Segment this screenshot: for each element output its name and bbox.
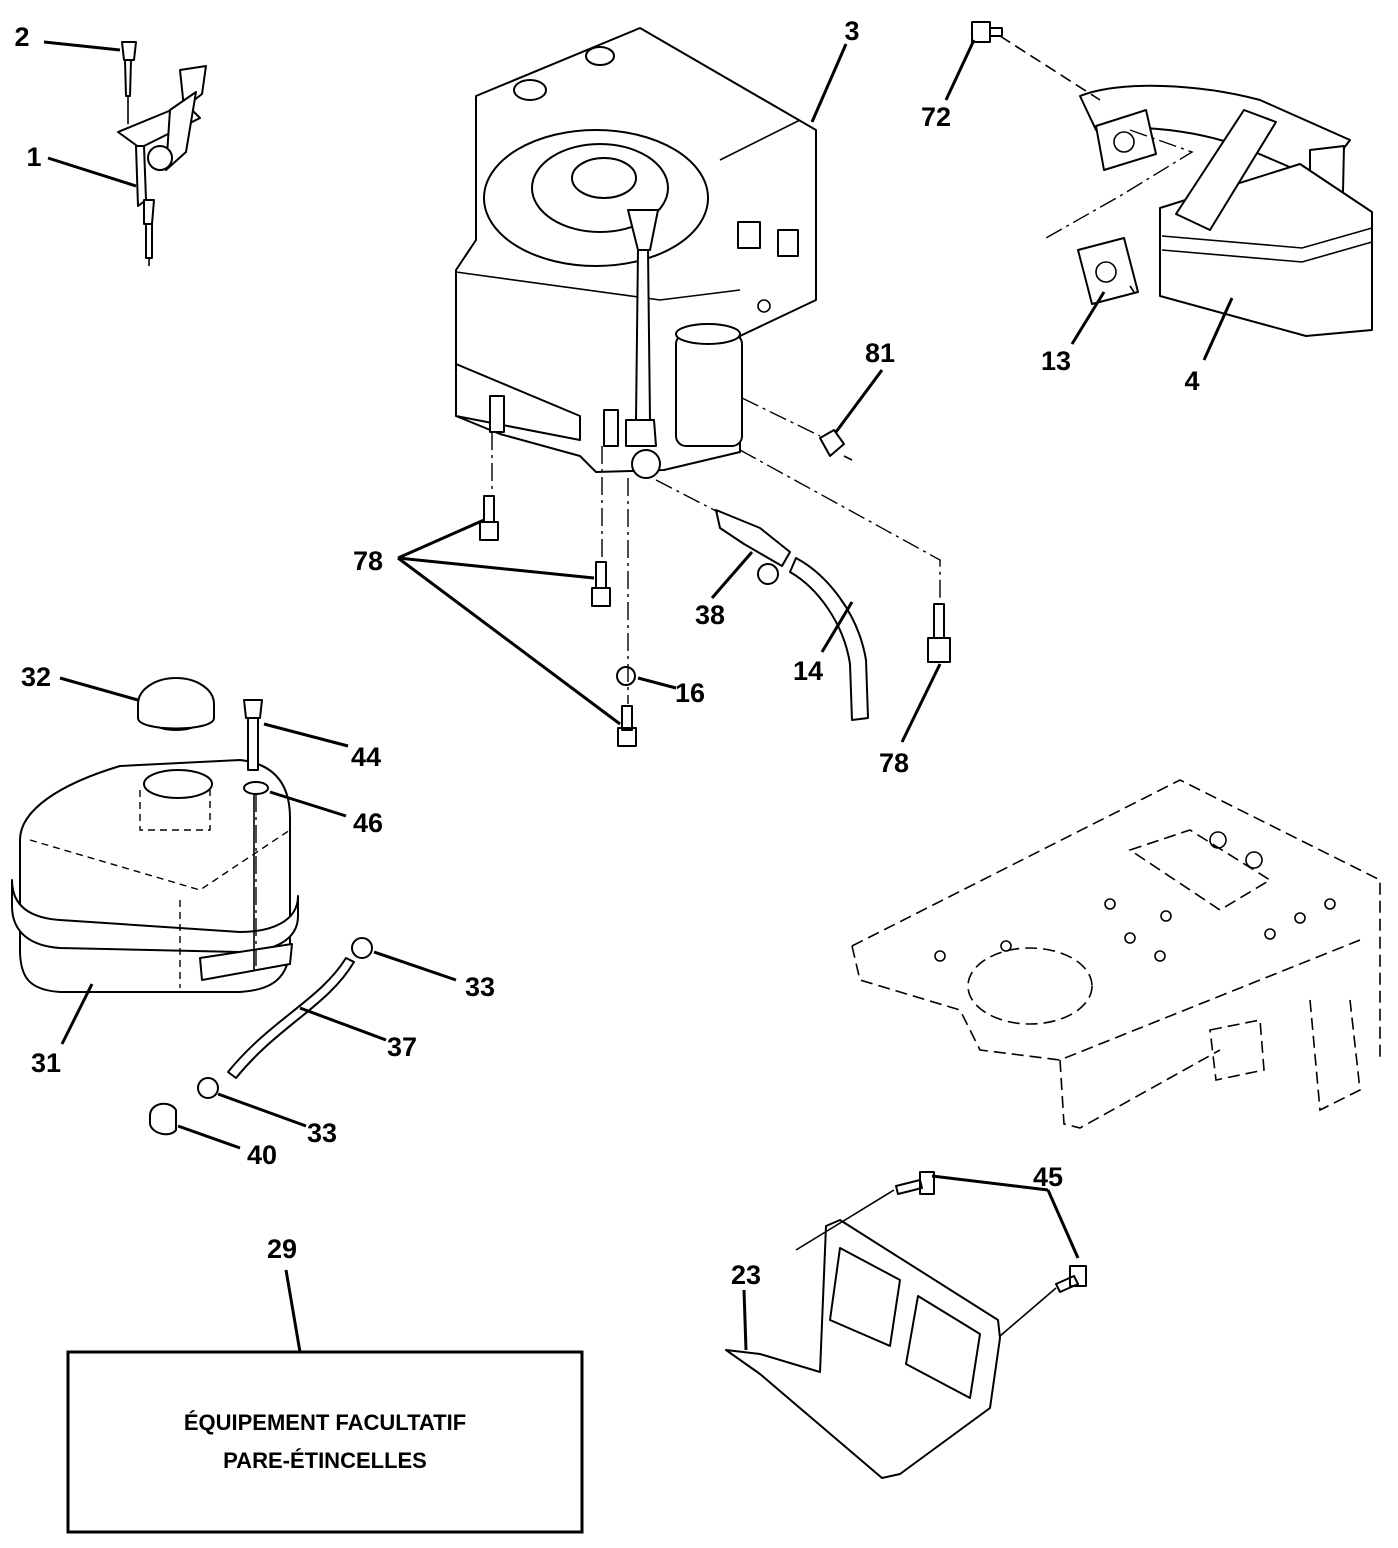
label-part-33-lower: 33 — [307, 1118, 337, 1148]
option-box-line-1: ÉQUIPEMENT FACULTATIF — [184, 1410, 466, 1435]
fuel-tank — [11, 677, 299, 993]
label-part-29: 29 — [267, 1234, 297, 1264]
bolt-78-c — [617, 705, 637, 747]
label-part-4: 4 — [1184, 366, 1199, 396]
label-part-3: 3 — [844, 16, 859, 46]
screw-44 — [243, 699, 263, 771]
star-washer-16 — [616, 666, 636, 686]
washer-46 — [243, 781, 269, 795]
label-part-72: 72 — [921, 102, 951, 132]
label-part-33-upper: 33 — [465, 972, 495, 1002]
label-part-2: 2 — [14, 22, 29, 52]
engine — [455, 27, 817, 479]
label-part-45: 45 — [1033, 1162, 1063, 1192]
throttle-control — [117, 41, 207, 266]
fuel-line-37 — [227, 957, 355, 1079]
gasket — [1077, 237, 1139, 305]
label-part-1: 1 — [26, 142, 41, 172]
muffler — [1079, 84, 1373, 337]
bolt-72 — [971, 21, 1003, 43]
label-part-32: 32 — [21, 662, 51, 692]
label-part-31: 31 — [31, 1048, 61, 1078]
label-part-78-group: 78 — [353, 546, 383, 576]
option-box-line-2: PARE-ÉTINCELLES — [223, 1448, 427, 1473]
fuel-hose-14 — [789, 557, 869, 721]
bolt-78-b — [591, 561, 611, 607]
clamp-33-lower — [197, 1077, 219, 1099]
label-part-16: 16 — [675, 678, 705, 708]
label-part-44: 44 — [351, 742, 381, 772]
bolt-45-upper — [895, 1171, 935, 1195]
label-part-46: 46 — [353, 808, 383, 838]
heat-shield — [725, 1219, 1001, 1479]
heat-shield-window-right — [905, 1295, 981, 1399]
filter-clip — [757, 563, 779, 585]
clamp-33-upper — [351, 937, 373, 959]
label-part-40: 40 — [247, 1140, 277, 1170]
label-part-13: 13 — [1041, 346, 1071, 376]
assembly-lines — [255, 35, 1194, 1337]
label-part-23: 23 — [731, 1260, 761, 1290]
label-part-38: 38 — [695, 600, 725, 630]
nut-81 — [819, 429, 845, 457]
gasket-hole — [1095, 261, 1117, 283]
label-part-81: 81 — [865, 338, 895, 368]
option-box — [66, 1350, 584, 1534]
heat-shield-window-left — [829, 1247, 901, 1347]
part-labels: 2 1 3 72 13 4 81 78 38 14 16 78 32 44 46… — [14, 16, 1199, 1290]
bolt-78-d — [927, 603, 951, 663]
bolt-78-a — [479, 495, 499, 541]
label-part-78-single: 78 — [879, 748, 909, 778]
label-part-37: 37 — [387, 1032, 417, 1062]
bolt-45-lower — [1055, 1265, 1087, 1293]
leader-lines — [43, 39, 1234, 1353]
label-part-14: 14 — [793, 656, 823, 686]
chassis-outline — [851, 779, 1381, 1129]
bushing-40 — [149, 1102, 177, 1136]
fuel-filter — [715, 509, 791, 567]
